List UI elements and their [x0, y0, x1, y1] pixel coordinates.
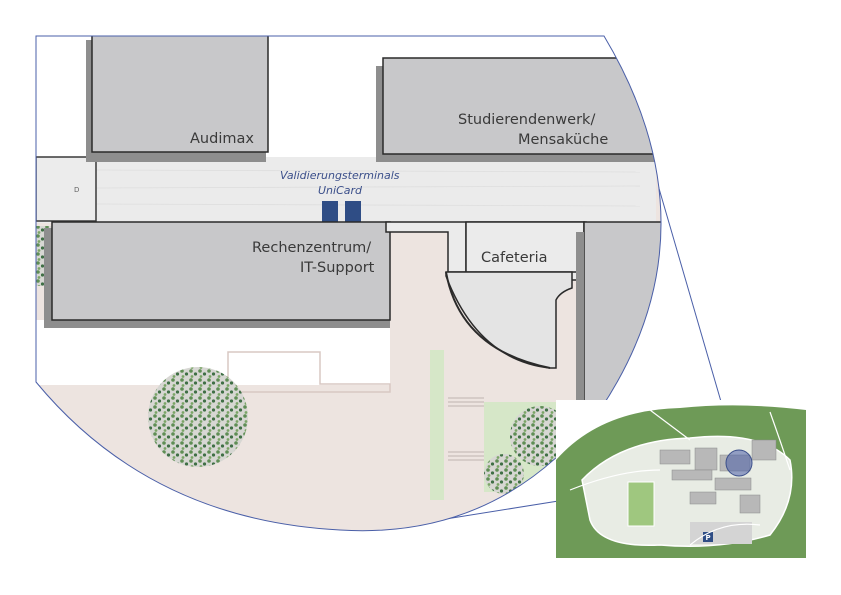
overview-paths: [569, 409, 791, 546]
rechenzentrum-label-line1: Rechenzentrum/: [252, 240, 371, 256]
overview-map: P: [556, 400, 806, 558]
overview-parking-label: P: [706, 534, 711, 542]
audimax-label: Audimax: [190, 131, 254, 147]
steps: [448, 397, 484, 461]
right-building-shadow: [576, 232, 584, 422]
validation-terminal-1[interactable]: [322, 201, 338, 223]
terminals-label-line1: Validierungsterminals: [280, 169, 400, 182]
corridor-side-room: [36, 156, 97, 222]
studierendenwerk-label-line1: Studierendenwerk/: [458, 112, 595, 128]
studierendenwerk-label-line2: Mensaküche: [518, 132, 608, 148]
overview-parking-area: [690, 522, 752, 544]
validation-terminal-2[interactable]: [345, 201, 361, 223]
overview-parking-sign: [703, 532, 713, 542]
terminals-label-line2: UniCard: [318, 184, 363, 197]
overview-sports-field: [627, 481, 655, 527]
detail-lens-outline: [35, 35, 662, 532]
overview-highlight-marker[interactable]: [725, 449, 753, 477]
cafeteria-terrace-arc: [445, 271, 551, 369]
tree-large: [148, 367, 248, 467]
lawn-strip: [430, 350, 444, 500]
studierendenwerk-building: [382, 57, 659, 155]
cafeteria-label: Cafeteria: [481, 250, 548, 266]
right-building: [583, 221, 662, 423]
tree-right-small: [484, 454, 524, 494]
rechenzentrum-label-line2: IT-Support: [300, 260, 375, 276]
room-d-label: D: [74, 186, 79, 194]
tree-right: [510, 406, 570, 466]
detail-map: D Audimax Studierendenwerk/ Mensaküche V…: [36, 36, 662, 531]
corridor-floor-texture: [95, 169, 641, 207]
audimax-building: [91, 36, 269, 153]
rechenzentrum-building: [51, 221, 391, 321]
